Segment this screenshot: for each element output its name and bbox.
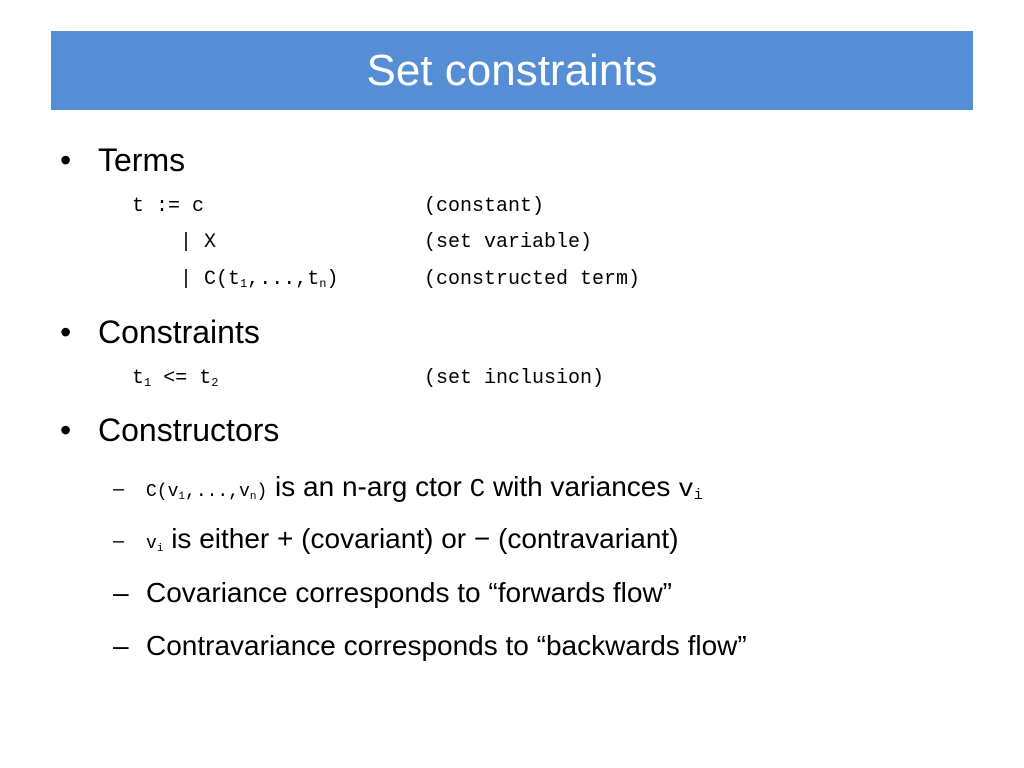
terms-code-3: | C(t1,...,tn) [180, 268, 339, 291]
constraints-grammar-line: t1 <= t2 (set inclusion) [132, 369, 732, 391]
terms-comment-2: (set variable) [424, 231, 593, 254]
terms-code-1: t := c [132, 195, 205, 218]
title-bar: Set constraints [51, 31, 973, 110]
bullet-constructors: • Constructors [60, 414, 380, 450]
terms-comment-3: (constructed term) [424, 268, 641, 291]
sub-item-dash: – [113, 478, 125, 500]
constructors-item-1: – C(v1,...,vn) is an n-arg ctor C with v… [113, 473, 913, 505]
bullet-terms-label: Terms [98, 142, 186, 178]
sub-item-dash: – [113, 577, 129, 608]
bullet-marker: • [60, 412, 72, 448]
bullet-marker: • [60, 142, 72, 178]
constructors-item-4-text: Contravariance corresponds to “backwards… [146, 630, 747, 661]
constructors-item-3: – Covariance corresponds to “forwards fl… [113, 579, 913, 611]
terms-grammar-line-1: t := c (constant) [132, 197, 732, 219]
constraints-code: t1 <= t2 [132, 367, 219, 390]
bullet-terms: • Terms [60, 144, 360, 180]
constructors-item-1-text: C(v1,...,vn) is an n-arg ctor C with var… [146, 471, 703, 504]
bullet-constraints-label: Constraints [98, 314, 260, 350]
constructors-item-4: – Contravariance corresponds to “backwar… [113, 632, 913, 664]
terms-grammar-line-2: | X (set variable) [132, 233, 732, 255]
constructors-item-2-text: vi is either + (covariant) or − (contrav… [146, 523, 679, 555]
bullet-constraints: • Constraints [60, 316, 360, 352]
sub-item-dash: – [113, 530, 125, 552]
sub-item-dash: – [113, 630, 129, 661]
constructors-item-3-text: Covariance corresponds to “forwards flow… [146, 577, 672, 608]
bullet-marker: • [60, 314, 72, 350]
constraints-comment: (set inclusion) [424, 367, 605, 390]
constructors-item-2: – vi is either + (covariant) or − (contr… [113, 525, 913, 557]
slide-title: Set constraints [366, 45, 658, 95]
bullet-constructors-label: Constructors [98, 412, 280, 448]
terms-grammar-line-3: | C(t1,...,tn) (constructed term) [132, 270, 732, 292]
terms-comment-1: (constant) [424, 195, 545, 218]
terms-code-2: | X [180, 231, 217, 254]
